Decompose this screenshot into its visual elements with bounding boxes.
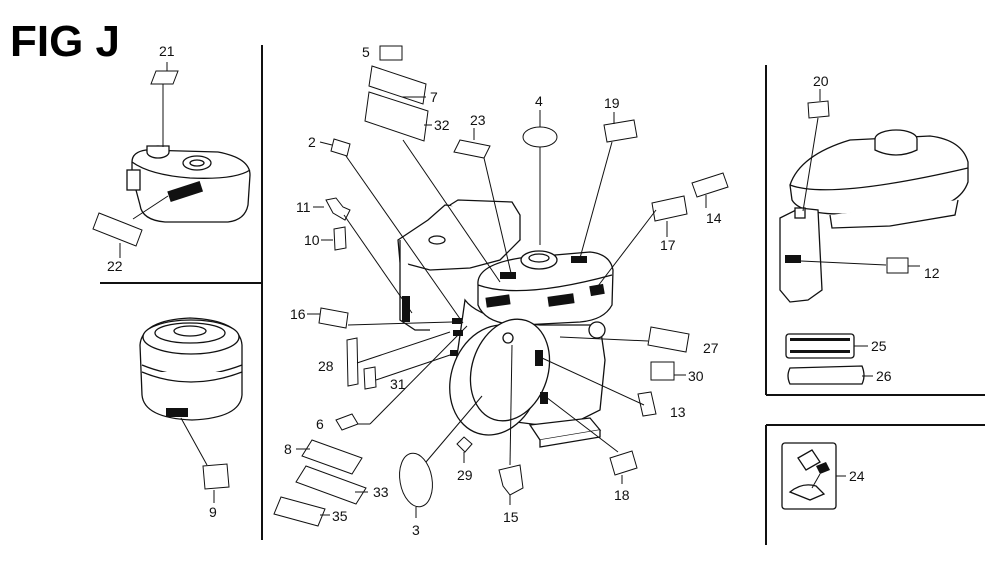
fuel-tank-left [126,145,251,223]
callout-31: 31 [390,376,406,392]
callout-32: 32 [434,117,450,133]
engine [397,199,614,448]
decal-11 [325,197,351,221]
decal-30 [650,361,675,381]
decal-24 [781,442,837,510]
fuel-tank-right [779,129,969,303]
decal-2 [330,138,351,157]
callout-24: 24 [849,468,865,484]
panel-dividers [100,45,985,545]
decal-21 [150,70,179,85]
callout-35: 35 [332,508,348,524]
decal-22 [92,212,143,247]
decal-27 [647,326,690,353]
callout-15: 15 [503,509,519,525]
decal-29 [456,436,473,453]
decal-25 [785,333,855,359]
callout-14: 14 [706,210,722,226]
decal-16 [318,307,349,329]
callout-20: 20 [813,73,829,89]
callout-10: 10 [304,232,320,248]
callout-5: 5 [362,44,370,60]
decal-10 [333,226,347,251]
callout-28: 28 [318,358,334,374]
decal-35 [273,496,326,527]
decal-13 [637,391,657,417]
decal-12 [886,257,909,274]
decal-15 [498,464,524,496]
callout-21: 21 [159,43,175,59]
callout-33: 33 [373,484,389,500]
decal-8 [301,439,363,475]
decal-7 [368,65,427,105]
decal-3 [399,452,433,508]
figure-title: FIG J [10,17,120,66]
callout-16: 16 [290,306,306,322]
callout-9: 9 [209,504,217,520]
decal-28 [346,337,359,387]
decal-23 [453,139,491,159]
decal-4 [522,126,558,148]
callout-23: 23 [470,112,486,128]
callout-7: 7 [430,89,438,105]
decal-6 [335,413,359,431]
callout-19: 19 [604,95,620,111]
decal-14 [691,172,729,198]
callout-8: 8 [284,441,292,457]
callout-labels: 21 22 9 5 7 32 23 4 19 2 11 10 14 17 16 … [107,43,940,538]
callout-13: 13 [670,404,686,420]
decal-31 [363,366,377,390]
callout-11: 11 [296,199,311,215]
decal-18 [609,450,638,476]
callout-2: 2 [308,134,316,150]
callout-25: 25 [871,338,887,354]
callout-6: 6 [316,416,324,432]
callout-29: 29 [457,467,473,483]
callout-26: 26 [876,368,892,384]
callout-18: 18 [614,487,630,503]
callout-4: 4 [535,93,543,109]
decal-32 [364,91,429,142]
decal-20 [807,100,830,119]
callout-22: 22 [107,258,123,274]
callout-27: 27 [703,340,719,356]
callout-12: 12 [924,265,940,281]
decal-5 [379,45,403,61]
callout-30: 30 [688,368,704,384]
decal-9 [202,463,230,490]
decal-19 [603,119,638,143]
callout-17: 17 [660,237,676,253]
callout-3: 3 [412,522,420,538]
air-cleaner [139,317,243,421]
leader-lines-center [296,96,707,518]
decal-33 [295,465,367,505]
decal-26 [787,365,865,385]
decal-17 [651,195,688,222]
